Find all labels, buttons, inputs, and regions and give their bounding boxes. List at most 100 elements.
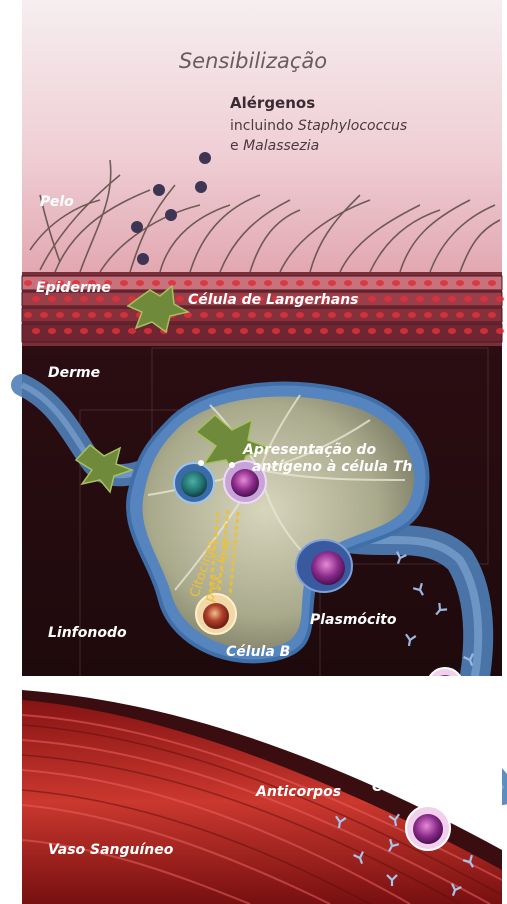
- epidermal-nucleus: [496, 328, 504, 334]
- epidermal-nucleus: [384, 328, 392, 334]
- epidermal-nucleus: [400, 328, 408, 334]
- epidermal-nucleus: [240, 328, 248, 334]
- epidermal-nucleus: [408, 280, 416, 286]
- epidermal-nucleus: [64, 328, 72, 334]
- epidermal-nucleus: [120, 312, 128, 318]
- epidermal-nucleus: [176, 296, 184, 302]
- epidermal-nucleus: [232, 280, 240, 286]
- epidermal-nucleus: [128, 328, 136, 334]
- epidermal-nucleus: [344, 280, 352, 286]
- label-langerhans: Célula de Langerhans: [188, 292, 359, 308]
- epidermal-nucleus: [280, 280, 288, 286]
- epidermal-nucleus: [112, 296, 120, 302]
- epidermal-nucleus: [56, 312, 64, 318]
- epidermal-nucleus: [40, 312, 48, 318]
- epidermal-nucleus: [296, 312, 304, 318]
- label-epiderme: Epiderme: [36, 280, 111, 296]
- epidermal-nucleus: [432, 328, 440, 334]
- epidermal-nucleus: [392, 312, 400, 318]
- epidermal-nucleus: [384, 296, 392, 302]
- label-vaso: Vaso Sanguíneo: [48, 842, 174, 858]
- epidermal-nucleus: [376, 312, 384, 318]
- epidermal-nucleus: [32, 296, 40, 302]
- allergens-line1-prefix: incluindo: [230, 118, 298, 134]
- label-anticorpos: Anticorpos: [255, 784, 341, 800]
- epidermal-nucleus: [376, 280, 384, 286]
- allergens-staphylococcus: Staphylococcus: [298, 118, 407, 134]
- epidermal-nucleus: [496, 296, 504, 302]
- epidermal-nucleus: [248, 280, 256, 286]
- epidermal-nucleus: [448, 328, 456, 334]
- label-derme: Derme: [48, 365, 100, 381]
- epidermal-nucleus: [232, 312, 240, 318]
- epidermal-nucleus: [216, 280, 224, 286]
- epidermal-nucleus: [400, 296, 408, 302]
- contact-point-right: [229, 462, 235, 468]
- epidermal-nucleus: [200, 280, 208, 286]
- epidermal-nucleus: [472, 312, 480, 318]
- epidermal-nucleus: [424, 312, 432, 318]
- epidermal-nucleus: [200, 312, 208, 318]
- epidermal-nucleus: [480, 328, 488, 334]
- epidermal-nucleus: [344, 312, 352, 318]
- epidermal-nucleus: [216, 312, 224, 318]
- epidermal-nucleus: [144, 328, 152, 334]
- diagram-title: Sensibilização: [179, 49, 327, 73]
- epidermal-nucleus: [264, 280, 272, 286]
- epidermal-nucleus: [408, 312, 416, 318]
- epidermal-nucleus: [368, 328, 376, 334]
- epidermal-nucleus: [320, 328, 328, 334]
- epidermal-nucleus: [64, 296, 72, 302]
- epidermal-nucleus: [416, 296, 424, 302]
- epidermal-nucleus: [96, 328, 104, 334]
- epidermal-nucleus: [24, 312, 32, 318]
- epidermal-nucleus: [440, 312, 448, 318]
- epidermal-nucleus: [96, 296, 104, 302]
- epidermal-nucleus: [488, 280, 496, 286]
- epidermal-nucleus: [272, 328, 280, 334]
- epidermal-nucleus: [296, 280, 304, 286]
- epidermal-nucleus: [440, 280, 448, 286]
- t-cell-teal: [174, 463, 214, 503]
- epidermal-nucleus: [112, 328, 120, 334]
- epidermal-nucleus: [312, 280, 320, 286]
- epidermal-nucleus: [424, 280, 432, 286]
- epidermal-nucleus: [360, 280, 368, 286]
- epidermal-nucleus: [248, 312, 256, 318]
- epidermal-nucleus: [288, 328, 296, 334]
- epidermal-nucleus: [368, 296, 376, 302]
- allergens-malassezia: Malassezia: [243, 138, 319, 154]
- label-celula-b: Célula B: [226, 644, 290, 660]
- epidermal-nucleus: [448, 296, 456, 302]
- epidermal-nucleus: [312, 312, 320, 318]
- epidermal-nucleus: [480, 296, 488, 302]
- epidermal-nucleus: [32, 328, 40, 334]
- epidermal-nucleus: [256, 328, 264, 334]
- epidermal-nucleus: [184, 280, 192, 286]
- label-antigen-line2: antígeno à célula Th: [252, 459, 412, 475]
- epidermal-nucleus: [192, 328, 200, 334]
- allergens-line2: e Malassezia: [230, 138, 319, 154]
- epidermal-nucleus: [456, 280, 464, 286]
- epidermal-nucleus: [456, 312, 464, 318]
- epidermal-nucleus: [328, 312, 336, 318]
- epidermal-nucleus: [336, 328, 344, 334]
- epidermal-nucleus: [104, 312, 112, 318]
- epidermal-nucleus: [120, 280, 128, 286]
- epidermal-nucleus: [136, 280, 144, 286]
- epidermal-nucleus: [328, 280, 336, 286]
- epidermal-nucleus: [80, 296, 88, 302]
- epidermal-nucleus: [152, 280, 160, 286]
- epidermal-nucleus: [208, 328, 216, 334]
- epidermal-nucleus: [352, 328, 360, 334]
- epidermal-nucleus: [176, 328, 184, 334]
- label-th2-base: Célula Th: [372, 779, 445, 795]
- epidermal-nucleus: [488, 312, 496, 318]
- contact-point-left: [198, 460, 204, 466]
- epidermal-nucleus: [280, 312, 288, 318]
- plasma-cell: [296, 540, 352, 592]
- label-antigen-line1: Apresentação do: [242, 442, 376, 458]
- allergens-line2-prefix: e: [230, 138, 243, 154]
